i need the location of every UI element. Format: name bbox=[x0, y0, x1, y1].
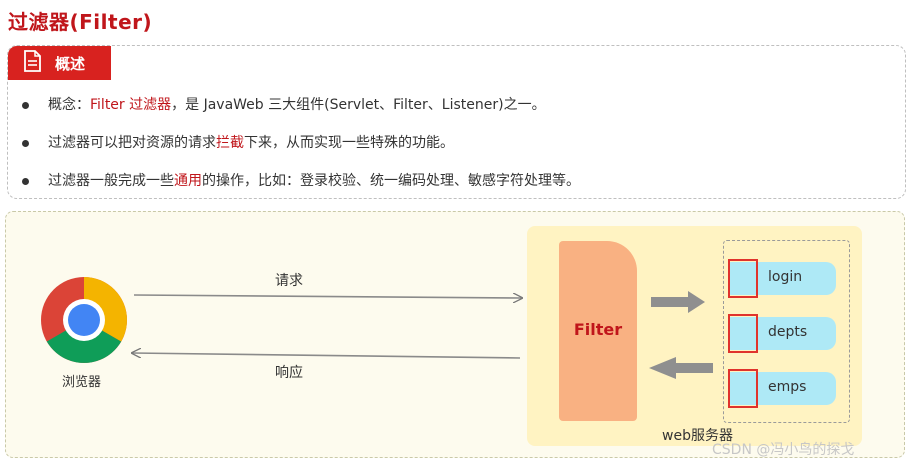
resource-label: depts bbox=[768, 324, 808, 340]
request-arrow bbox=[133, 295, 522, 298]
bullet-dot-icon bbox=[22, 178, 29, 185]
resource-marker bbox=[728, 369, 758, 408]
page-title: 过滤器(Filter) bbox=[8, 10, 153, 34]
document-icon bbox=[23, 50, 41, 76]
bullet-dot-icon bbox=[22, 140, 29, 147]
back-arrow bbox=[649, 357, 713, 379]
web-server-label: web服务器 bbox=[662, 428, 733, 444]
filter-label: Filter bbox=[573, 320, 623, 339]
bullet-text: 过滤器可以把对资源的请求拦截下来，从而实现一些特殊的功能。 bbox=[48, 134, 454, 152]
resource-emps: emps bbox=[728, 369, 836, 408]
overview-tag-label: 概述 bbox=[55, 54, 86, 73]
bullet-text-part: ，是 JavaWeb 三大组件(Servlet、Filter、Listener)… bbox=[171, 97, 546, 113]
chrome-browser-icon bbox=[41, 277, 127, 363]
bullet-text-part: 过滤器可以把对资源的请求 bbox=[48, 135, 216, 151]
overview-card: 概述 概念：Filter 过滤器，是 JavaWeb 三大组件(Servlet、… bbox=[7, 45, 906, 199]
resource-depts: depts bbox=[728, 314, 836, 353]
bullet-text: 过滤器一般完成一些通用的操作，比如：登录校验、统一编码处理、敏感字符处理等。 bbox=[48, 172, 580, 190]
response-label: 响应 bbox=[275, 365, 303, 381]
resources-group bbox=[723, 240, 850, 423]
response-arrow bbox=[132, 353, 521, 359]
forward-arrow bbox=[651, 291, 705, 313]
bullet-text-part: 过滤器一般完成一些 bbox=[48, 173, 174, 189]
highlight-text: 拦截 bbox=[216, 135, 244, 151]
resource-login: login bbox=[728, 259, 836, 298]
filter-block bbox=[559, 241, 637, 421]
overview-tag: 概述 bbox=[8, 46, 111, 80]
bullet-text-part: 的操作，比如：登录校验、统一编码处理、敏感字符处理等。 bbox=[202, 173, 580, 189]
bullet-dot-icon bbox=[22, 102, 29, 109]
resource-label: login bbox=[768, 269, 803, 285]
resource-marker bbox=[728, 314, 758, 353]
highlight-text: 通用 bbox=[174, 173, 202, 189]
resource-label: emps bbox=[768, 379, 807, 395]
bullet-text-part: 概念： bbox=[48, 97, 90, 113]
watermark: CSDN @冯小鸟的探戈 bbox=[712, 442, 855, 458]
browser-label: 浏览器 bbox=[62, 375, 102, 390]
bullet-text-part: 下来，从而实现一些特殊的功能。 bbox=[244, 135, 454, 151]
highlight-text: Filter 过滤器 bbox=[90, 97, 172, 113]
request-label: 请求 bbox=[275, 273, 303, 289]
resource-marker bbox=[728, 259, 758, 298]
bullet-text: 概念：Filter 过滤器，是 JavaWeb 三大组件(Servlet、Fil… bbox=[48, 96, 546, 114]
